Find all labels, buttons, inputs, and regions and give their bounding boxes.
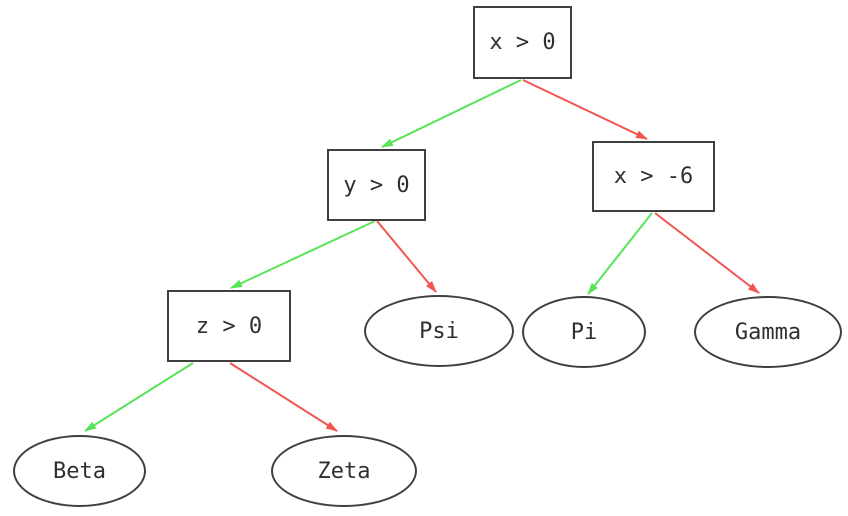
node-x-gt-neg6: x > -6 [592,141,715,212]
node-y-gt-0: y > 0 [327,149,426,221]
node-label: x > 0 [489,30,556,55]
node-label: Zeta [317,458,371,484]
node-label: Psi [419,318,459,344]
node-psi: Psi [364,295,514,367]
node-label: Pi [570,319,598,345]
node-zeta: Zeta [271,435,417,507]
node-gamma: Gamma [694,296,842,368]
node-z-gt-0: z > 0 [167,290,291,362]
edge-root-to-x-gt-neg6-false [522,79,648,140]
node-x-gt-0: x > 0 [473,6,572,79]
node-beta: Beta [13,435,146,507]
node-label: z > 0 [195,313,263,339]
node-pi: Pi [522,296,646,368]
edge-y-gt-0-to-z-gt-0-true [230,220,376,289]
edge-z-gt-0-to-beta-true [84,362,194,432]
edge-root-to-y-gt-0-true [381,79,522,148]
edge-y-gt-0-to-psi-false [376,220,437,293]
node-label: Beta [53,458,106,484]
node-label: y > 0 [343,172,410,198]
node-label: x > -6 [613,164,694,189]
edge-z-gt-0-to-zeta-false [229,362,338,432]
edge-x-gt-neg6-to-pi-true [587,212,653,295]
edge-x-gt-neg6-to-gamma-false [654,212,760,294]
node-label: Gamma [734,319,802,345]
